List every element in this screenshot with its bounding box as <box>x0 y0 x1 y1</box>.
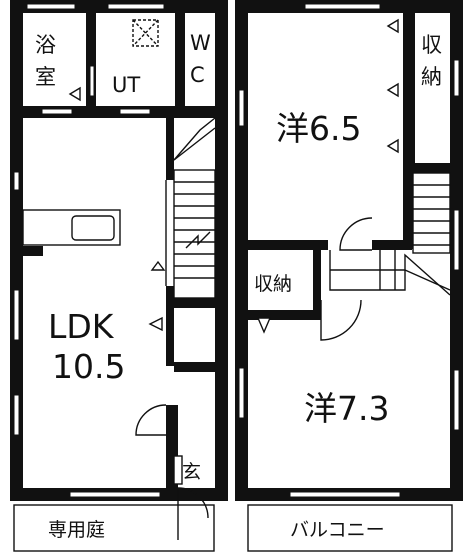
outdoor-areas <box>13 504 453 552</box>
room-storage-top-char-2: 納 <box>421 65 442 89</box>
stairs-right <box>329 172 451 296</box>
area-balcony-label: バルコニー <box>290 519 385 541</box>
stairs-left <box>173 117 216 299</box>
area-garden-label: 専用庭 <box>48 519 105 541</box>
fixtures <box>22 18 399 540</box>
room-entrance-label: 玄 <box>182 461 201 483</box>
room-bath-char-1: 浴 <box>35 33 56 57</box>
room-wc-char-1: W <box>190 31 211 55</box>
room-storage-mid-label: 収納 <box>254 273 292 295</box>
room-storage-top-char-1: 収 <box>421 33 442 57</box>
room-western2-label: 洋7.3 <box>304 389 389 428</box>
room-utility-label: UT <box>112 73 140 97</box>
room-western1-label: 洋6.5 <box>276 109 361 148</box>
room-ldk-name: LDK <box>48 307 115 346</box>
left-unit-windows <box>13 3 165 498</box>
right-unit-windows <box>238 3 460 498</box>
room-bath-char-2: 室 <box>35 65 56 89</box>
room-wc-char-2: C <box>190 63 205 87</box>
room-ldk-size: 10.5 <box>52 347 125 386</box>
